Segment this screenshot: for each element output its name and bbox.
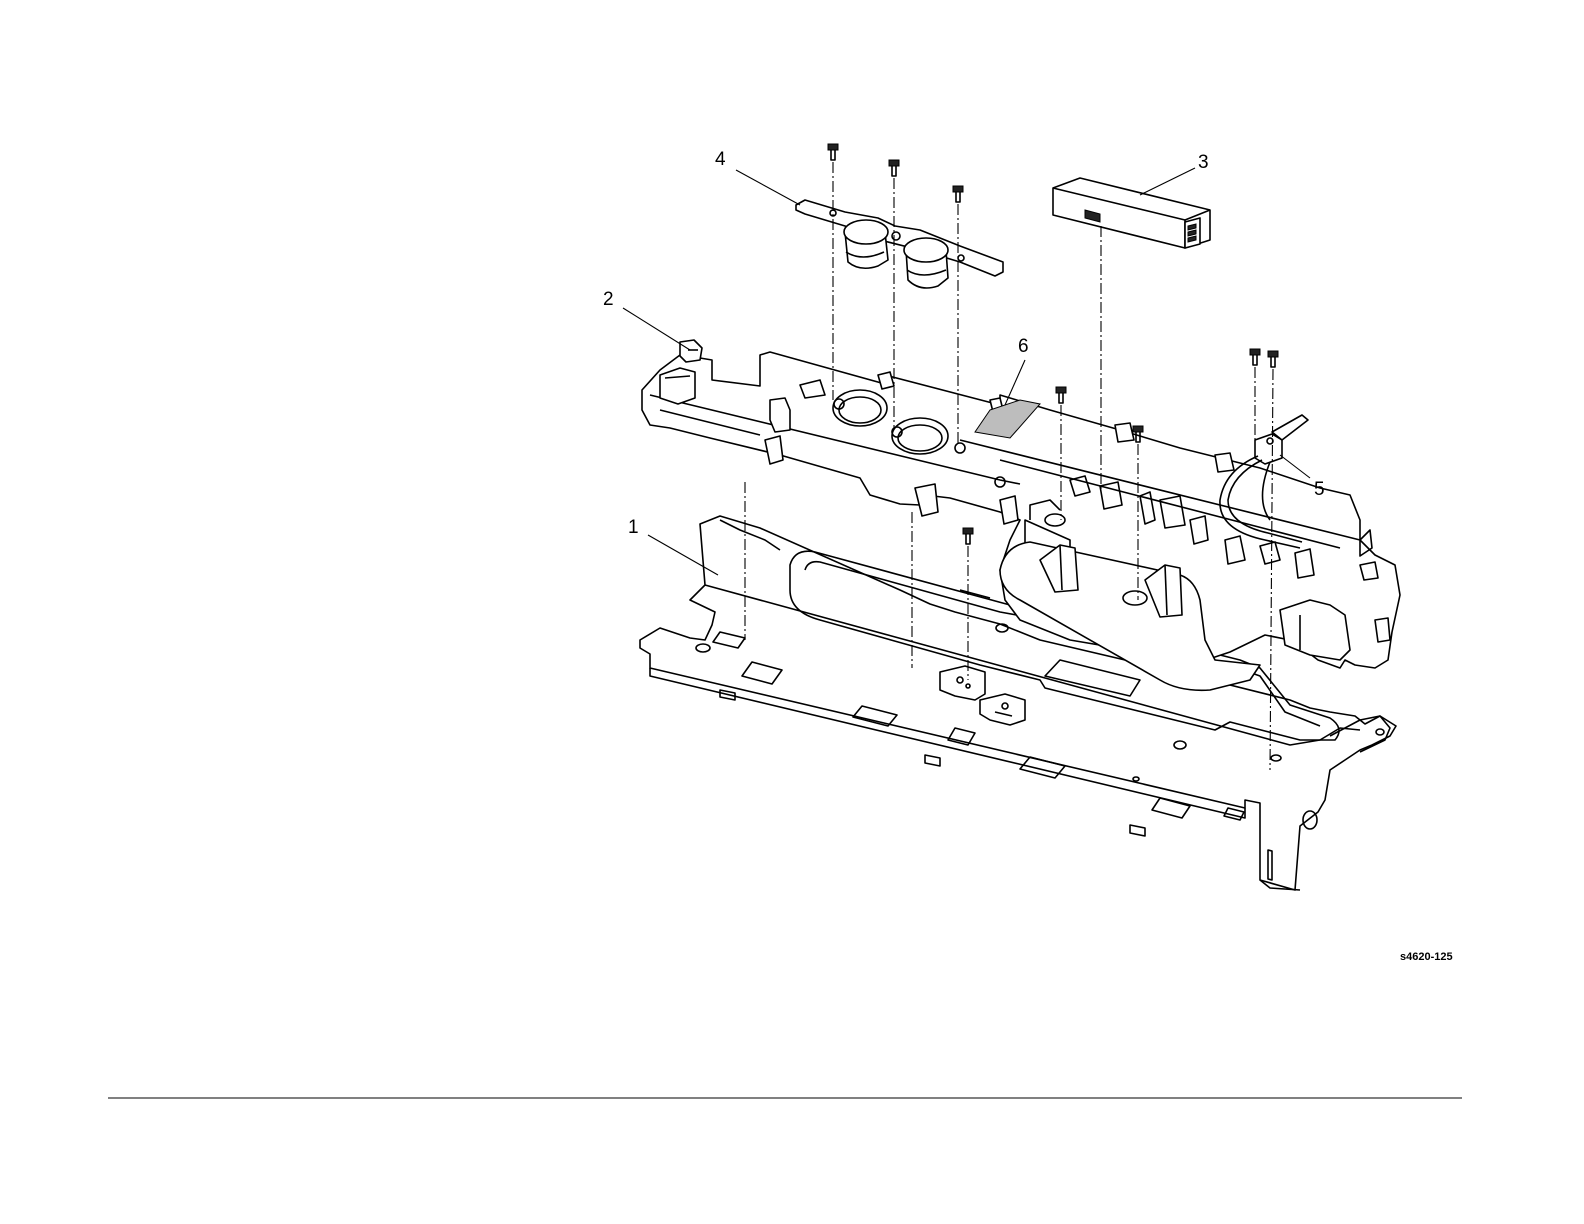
figure-id: s4620-125 [1400, 951, 1453, 963]
screw-icon [889, 160, 899, 176]
callout-3: 3 [1198, 152, 1209, 173]
screw-icon [1268, 351, 1278, 367]
screw-icon [1056, 387, 1066, 403]
callout-4: 4 [715, 149, 726, 170]
callout-5: 5 [1314, 479, 1325, 500]
screw-icon [828, 144, 838, 160]
sensor-module [1053, 178, 1210, 248]
screw-icon [963, 528, 973, 544]
motor-bracket [796, 200, 1003, 288]
callout-2: 2 [603, 289, 614, 310]
screw-icon [953, 186, 963, 202]
callout-6: 6 [1018, 336, 1029, 357]
screw-icon [1250, 349, 1260, 365]
callout-1: 1 [628, 517, 639, 538]
